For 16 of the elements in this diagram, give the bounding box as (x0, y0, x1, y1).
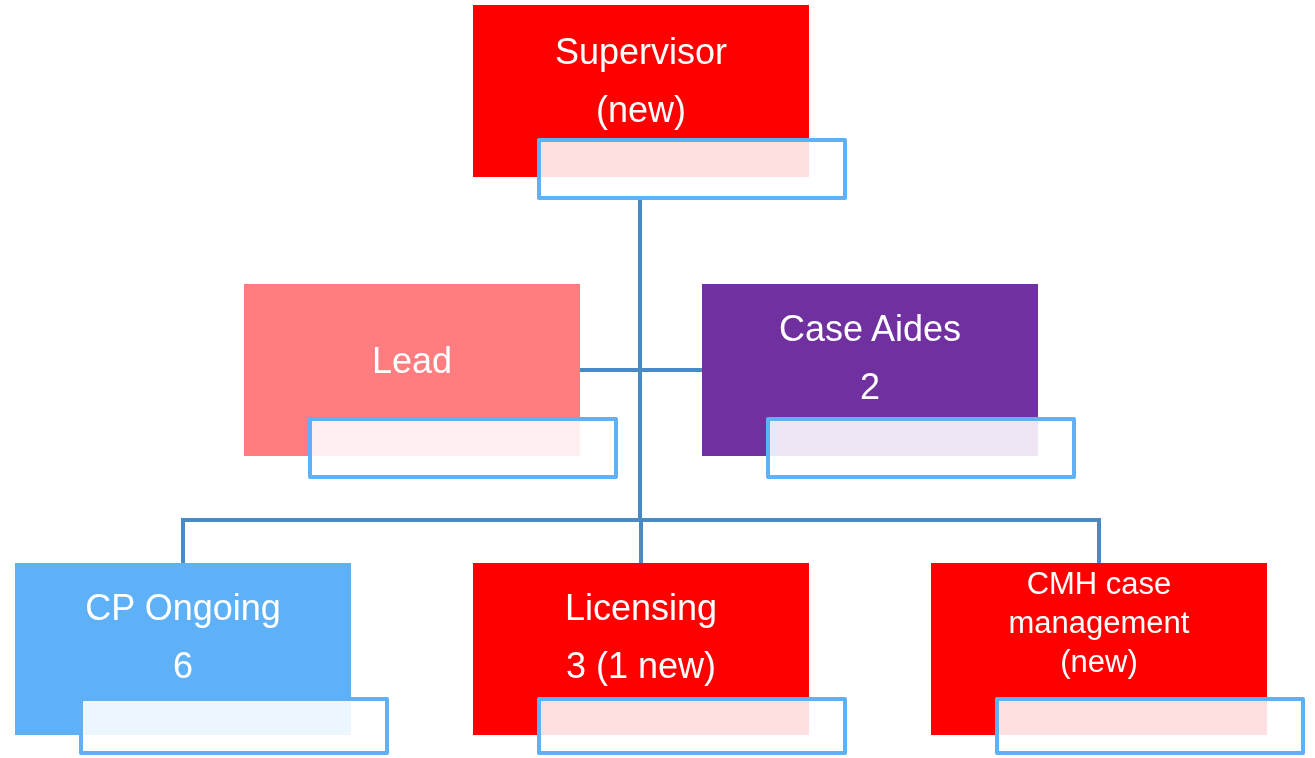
label-box (537, 697, 847, 755)
node-label: (new) (1060, 642, 1138, 681)
node-label: Case Aides (778, 307, 962, 351)
node-label: Supervisor (554, 30, 728, 74)
node-label: CMH case management (1007, 565, 1191, 642)
node-label: 2 (860, 365, 880, 409)
node-label: Lead (371, 339, 453, 383)
node-label: Licensing (564, 586, 718, 630)
label-box (766, 417, 1076, 479)
node-label: 6 (173, 644, 193, 688)
label-box (995, 697, 1305, 755)
node-label: (new) (596, 88, 686, 132)
label-box (537, 138, 847, 200)
node-label: 3 (1 new) (565, 644, 717, 688)
node-label: CP Ongoing (85, 586, 281, 630)
label-box (308, 417, 618, 479)
